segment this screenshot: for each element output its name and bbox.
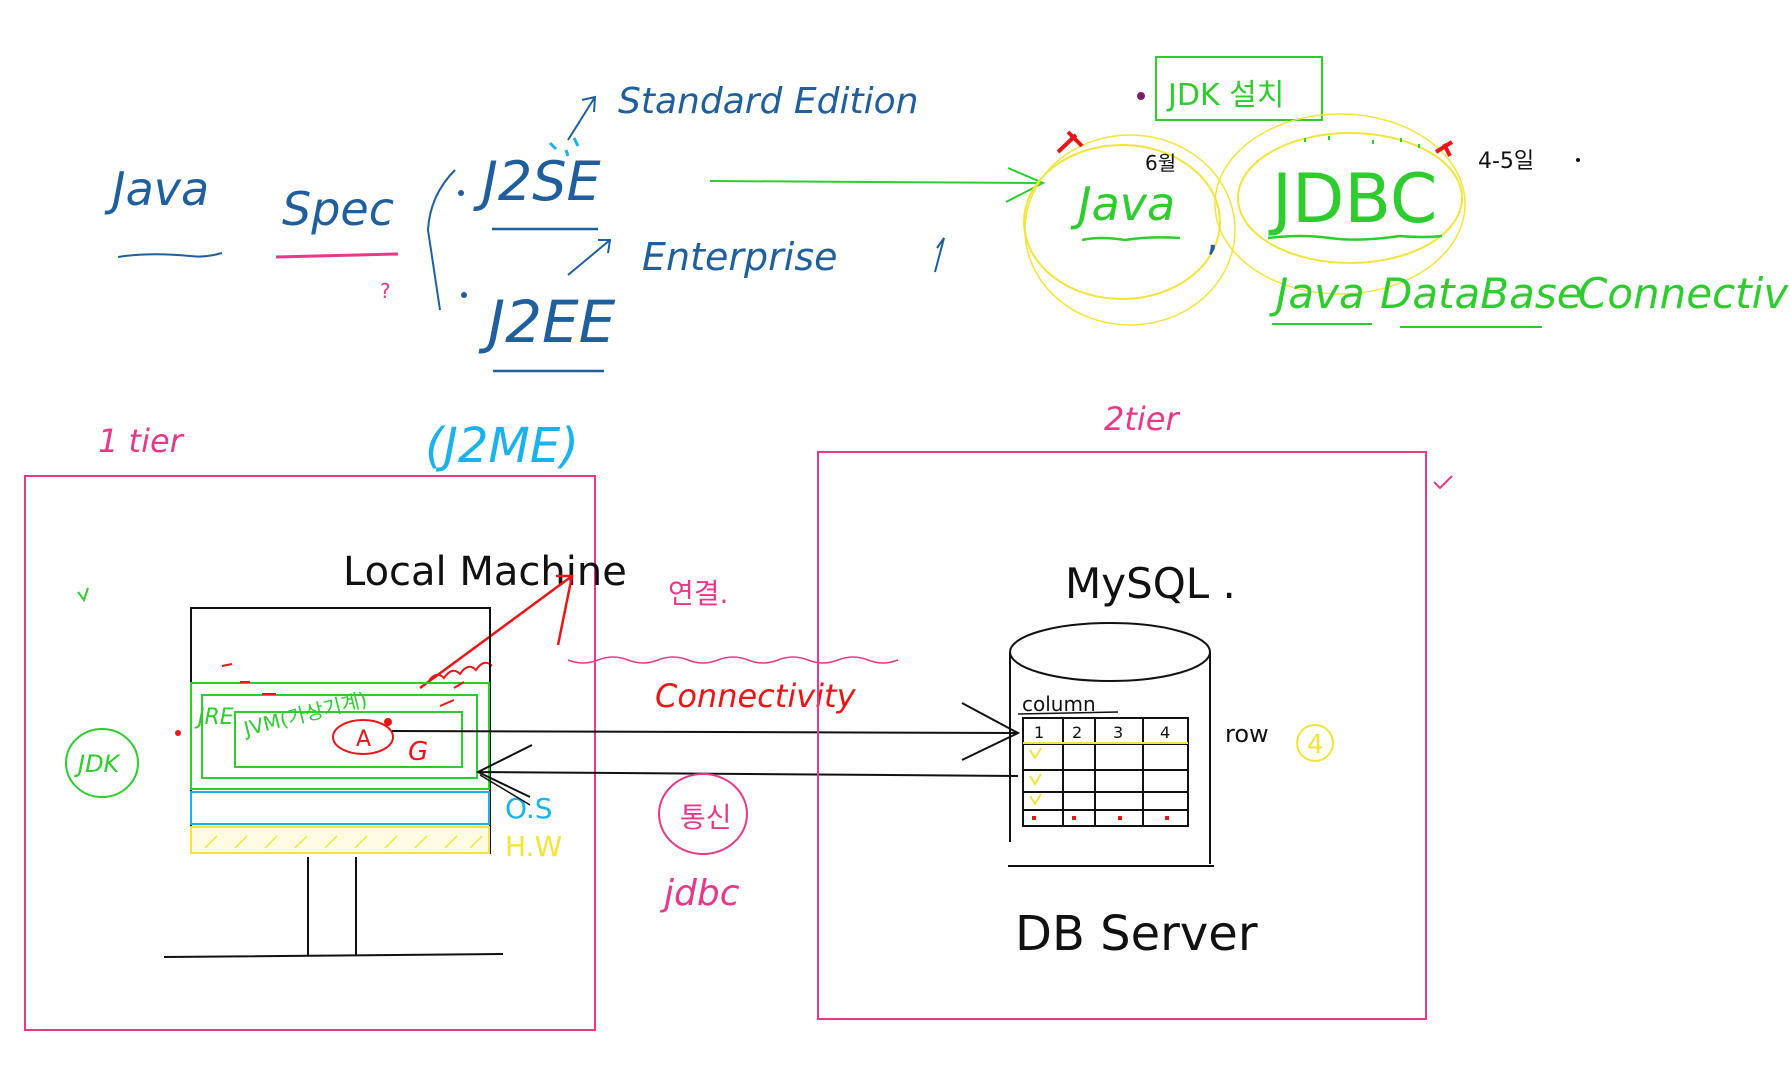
j2se-marks [548, 137, 580, 157]
row-count-circle [1296, 724, 1334, 762]
db-cylinder-body [1008, 652, 1214, 867]
mysql-label: MySQL . [1065, 559, 1236, 608]
db-header-cell: 4 [1160, 723, 1170, 742]
db-header-cell: 3 [1113, 723, 1123, 742]
standard-arrow [567, 95, 597, 141]
bullet-dot [1576, 158, 1580, 162]
j2ee-label: J2EE [478, 288, 616, 356]
tick-mark [1433, 475, 1453, 490]
java-right-label: Java [1070, 177, 1175, 231]
tier1-box [24, 475, 596, 1031]
app-g-label: G [408, 737, 428, 767]
spec-bracket [426, 169, 456, 311]
db-table-rows [1023, 743, 1188, 811]
row-count-label: 4 [1307, 730, 1324, 760]
connectivity-label: Connectivity [655, 677, 857, 715]
jdk-install-box [1155, 56, 1323, 121]
jdbc-highlight-circle [1214, 113, 1466, 295]
wavy-line [567, 656, 899, 664]
jdbc-underline [1267, 234, 1443, 241]
j2se-label: J2SE [473, 150, 602, 213]
spec-underline [275, 252, 399, 259]
tier2-label: 2tier [1104, 400, 1180, 438]
bullet-dot [1137, 92, 1145, 100]
db-table-cols [1062, 718, 1144, 826]
tier1-label: 1 tier [98, 422, 185, 460]
red-dashes [221, 663, 465, 707]
bullet-dot [458, 190, 464, 196]
db-table [1022, 717, 1189, 827]
jvm-outer-box [201, 694, 478, 779]
enterprise-label: Enterprise [642, 235, 837, 279]
app-a-label: A [356, 727, 371, 752]
spec-label: Spec [282, 182, 394, 236]
spec-to-java-arrow [709, 167, 1046, 203]
db-header-cell: 1 [1034, 723, 1044, 742]
jdk-install-label: JDK 설치 [1166, 78, 1284, 113]
connection-dot [384, 718, 392, 726]
tick-mark [934, 237, 945, 273]
enterprise-arrow [567, 239, 612, 276]
java-highlight-circle [1023, 144, 1221, 300]
local-machine-red-arrow [419, 574, 574, 690]
java-highlight-circle [1024, 134, 1236, 326]
request-arrow [391, 702, 1021, 761]
java-right-underline [1081, 236, 1181, 242]
yeongyeol-label: 연결. [668, 577, 728, 610]
jre-box [190, 682, 490, 790]
spec-question: ? [380, 279, 391, 303]
red-pin [1434, 140, 1454, 157]
red-dot [175, 730, 181, 736]
app-a-circle [332, 719, 394, 755]
comma: , [1206, 214, 1219, 260]
monitor-stand [163, 857, 504, 958]
expansion-database: DataBase [1380, 269, 1583, 318]
java-underline [117, 252, 223, 258]
column-underline [1017, 711, 1119, 715]
hw-layer [190, 826, 490, 854]
java-6-note: 6월 [1145, 151, 1176, 175]
red-scribble [427, 661, 493, 683]
standard-edition-label: Standard Edition [618, 81, 918, 122]
db-header-cell: 2 [1072, 723, 1082, 742]
jdk-circle [65, 728, 139, 798]
tick-mark [77, 587, 89, 603]
row-check [1029, 747, 1042, 806]
tongsin-circle [658, 773, 748, 855]
jre-label: JRE [194, 705, 234, 730]
db-cylinder-top [1009, 622, 1211, 682]
os-layer [190, 791, 490, 825]
jvm-inner-box [234, 711, 463, 768]
jdbc-4-5-note: 4-5일 [1478, 149, 1534, 174]
tier2-box [817, 451, 1427, 1020]
bullet-dot [461, 292, 467, 298]
db-server-label: DB Server [1015, 906, 1258, 962]
jdk-label: JDK [74, 750, 122, 778]
row-label: row [1225, 720, 1269, 748]
local-machine-title: Local Machine [343, 549, 627, 595]
hw-label: H.W [505, 830, 562, 863]
expansion-java: Java [1269, 269, 1365, 318]
jdbc-dots [1304, 136, 1420, 148]
expansion-connectivity: Connectivity [1578, 269, 1790, 318]
response-arrow [475, 744, 1019, 798]
java-label: Java [104, 162, 209, 216]
jdbc-middle-label: jdbc [659, 873, 740, 914]
jdbc-highlight-circle [1237, 132, 1463, 264]
j2me-label: (J2ME) [425, 418, 579, 474]
red-pin [1056, 130, 1084, 154]
tongsin-label: 통신 [680, 801, 732, 834]
hw-hatch [204, 835, 483, 849]
jdbc-label: JDBC [1268, 160, 1437, 239]
os-pointer [479, 774, 531, 806]
